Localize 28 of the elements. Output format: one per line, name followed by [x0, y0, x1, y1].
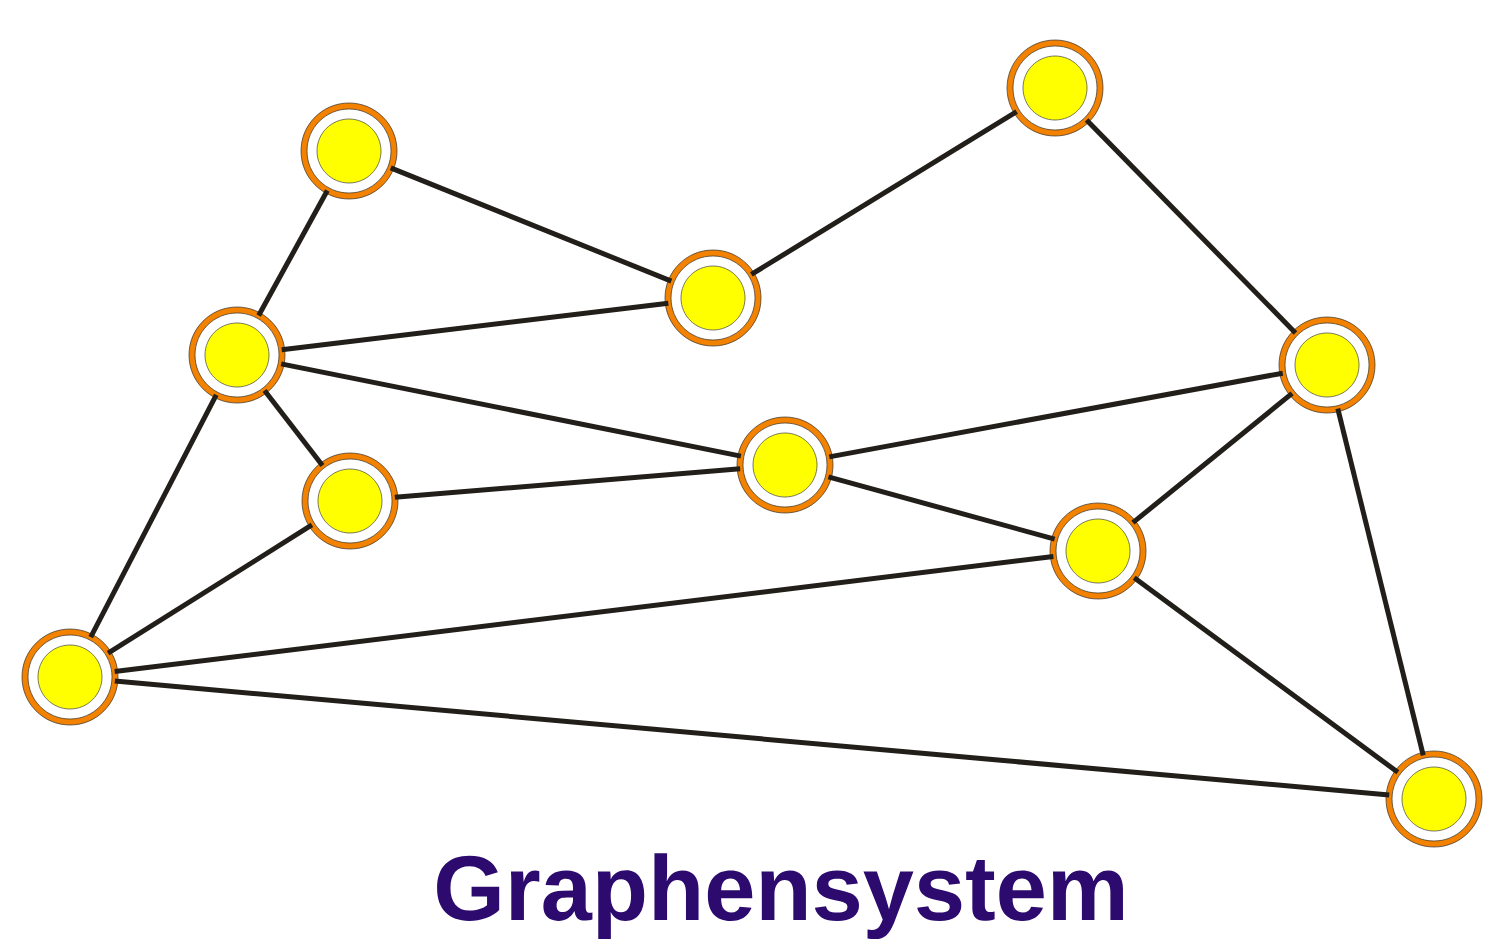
edge-line	[1335, 408, 1426, 756]
edge-line	[827, 474, 1056, 542]
node-circle	[1006, 39, 1104, 137]
edge-line	[88, 393, 219, 639]
edge-line	[106, 522, 314, 656]
title: Graphensystem	[437, 853, 1123, 940]
edge-line	[394, 466, 741, 500]
node-circle	[664, 249, 762, 347]
edge-line	[1131, 391, 1294, 525]
node-circle	[1278, 316, 1376, 414]
edge-line	[114, 678, 1390, 798]
edge-line	[1132, 575, 1400, 775]
node-circle	[21, 628, 119, 726]
edge-line	[389, 165, 673, 284]
node-circle	[300, 102, 398, 200]
edge-line	[114, 554, 1054, 675]
edge-line	[280, 361, 742, 459]
edge-line	[281, 300, 669, 353]
edge-line	[262, 389, 325, 467]
node-circle	[1385, 750, 1483, 848]
node-circle	[1049, 502, 1147, 600]
edge-line	[828, 370, 1284, 460]
edge-line	[750, 109, 1018, 277]
node-circle	[736, 416, 834, 514]
edge-line	[256, 189, 330, 317]
node-circle	[188, 306, 286, 404]
edge-line	[1084, 118, 1298, 335]
node-circle	[301, 452, 399, 550]
